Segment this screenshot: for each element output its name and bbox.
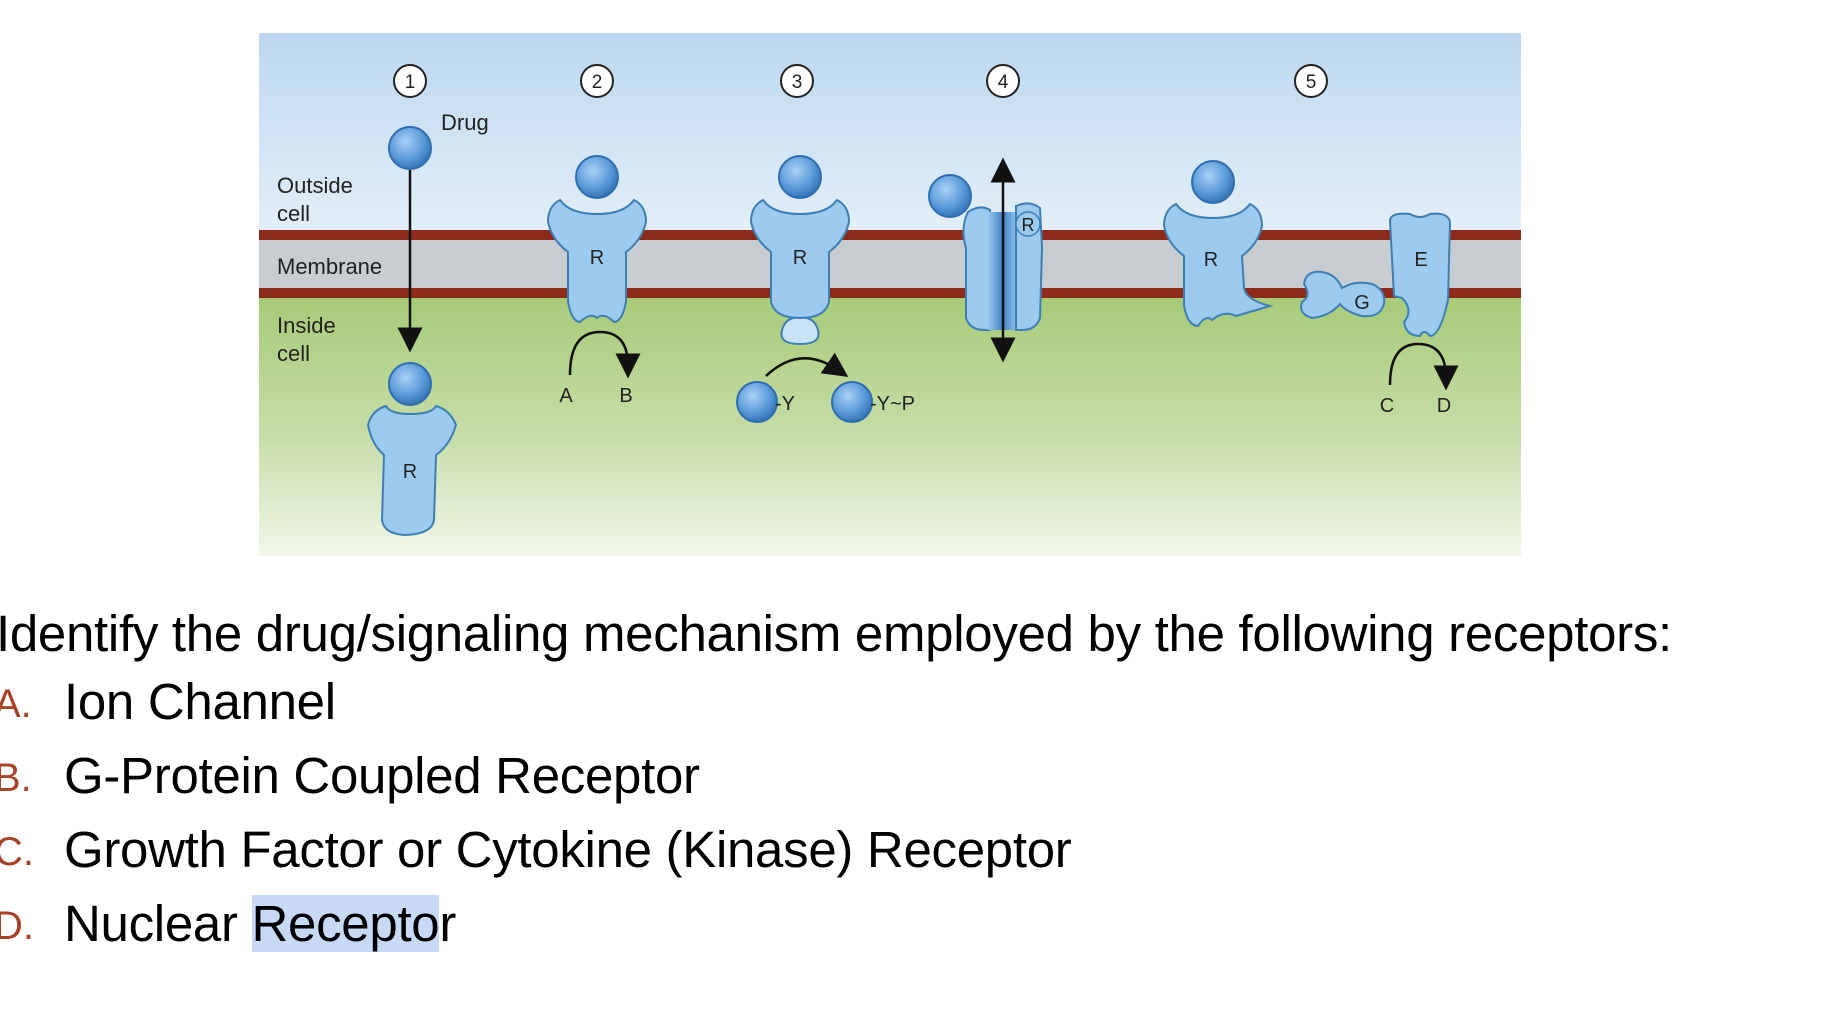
- option-a-letter: A.: [0, 682, 32, 726]
- substrate-protein-y: [736, 381, 778, 423]
- option-d-text-before: Nuclear: [64, 895, 252, 952]
- svg-text:1: 1: [405, 72, 416, 93]
- membrane-bottom-line: [259, 288, 1521, 298]
- receptor-mechanisms-figure: Outside cell Membrane Inside cell 1 2 3 …: [259, 33, 1521, 556]
- substrate-d-label: D: [1437, 395, 1451, 417]
- inside-label-1: Inside: [277, 313, 336, 338]
- svg-text:2: 2: [592, 72, 603, 93]
- drug-bound-nuclear: [388, 362, 432, 406]
- substrate-c-label: C: [1380, 395, 1394, 417]
- gpcr-receptor-label: R: [1204, 249, 1218, 271]
- effector-shape: [1388, 212, 1452, 338]
- option-c-text: Growth Factor or Cytokine (Kinase) Recep…: [64, 821, 1072, 878]
- outside-label-2: cell: [277, 201, 310, 226]
- drug-molecule-2: [575, 155, 619, 199]
- reaction-arrow-ab: [568, 330, 641, 379]
- phosphorylation-arrow: [765, 352, 849, 378]
- membrane-top-line: [259, 230, 1521, 240]
- outside-label-1: Outside: [277, 173, 353, 198]
- drug-molecule-1: [388, 126, 432, 170]
- inside-label-2: cell: [277, 341, 310, 366]
- step-number-3: 3: [780, 64, 814, 98]
- kinase-receptor-label: R: [793, 247, 807, 269]
- option-b-text: G-Protein Coupled Receptor: [64, 747, 700, 804]
- drug-label: Drug: [441, 110, 489, 135]
- nuclear-receptor-shape: [366, 404, 458, 537]
- kinase-receptor-shape: [749, 198, 851, 320]
- svg-text:3: 3: [792, 72, 803, 93]
- drug-molecule-4: [928, 174, 972, 218]
- drug-molecule-5: [1191, 160, 1235, 204]
- ion-channel-r-badge: [1015, 211, 1041, 237]
- step-number-2: 2: [580, 64, 614, 98]
- option-a-text: Ion Channel: [64, 673, 336, 730]
- option-b-letter: B.: [0, 756, 32, 800]
- g-protein-label: G: [1354, 292, 1370, 314]
- enzyme-receptor-label: R: [590, 247, 604, 269]
- option-d-letter: D.: [0, 904, 34, 948]
- gpcr-receptor-shape: [1162, 202, 1274, 328]
- text-selection-highlight[interactable]: Recepto: [251, 895, 440, 952]
- ion-channel-label: R: [1022, 215, 1035, 235]
- effector-label: E: [1414, 249, 1427, 271]
- membrane-label: Membrane: [277, 254, 382, 279]
- g-protein-shape: [1300, 270, 1386, 320]
- inside-cell-zone: [259, 298, 1521, 556]
- substrate-a-label: A: [559, 385, 573, 407]
- step-number-4: 4: [986, 64, 1020, 98]
- tyrosine-label: -Y: [775, 393, 795, 415]
- reaction-arrow-cd: [1388, 342, 1459, 391]
- kinase-domain: [780, 316, 820, 346]
- step-number-1: 1: [393, 64, 427, 98]
- option-c-letter: C.: [0, 830, 34, 874]
- step-number-5: 5: [1294, 64, 1328, 98]
- enzyme-receptor-shape: [546, 198, 648, 324]
- option-d-text-after: r: [439, 895, 457, 952]
- phospho-label: -Y~P: [870, 393, 915, 415]
- substrate-protein-yp: [831, 381, 873, 423]
- option-d-text[interactable]: Nuclear Receptor: [64, 894, 456, 954]
- question-prompt: Identify the drug/signaling mechanism em…: [0, 605, 1672, 662]
- drug-molecule-3: [778, 155, 822, 199]
- svg-text:5: 5: [1306, 72, 1317, 93]
- nuclear-receptor-label: R: [403, 461, 417, 483]
- svg-text:4: 4: [998, 72, 1009, 93]
- substrate-b-label: B: [619, 385, 632, 407]
- ion-channel-left: [962, 206, 991, 331]
